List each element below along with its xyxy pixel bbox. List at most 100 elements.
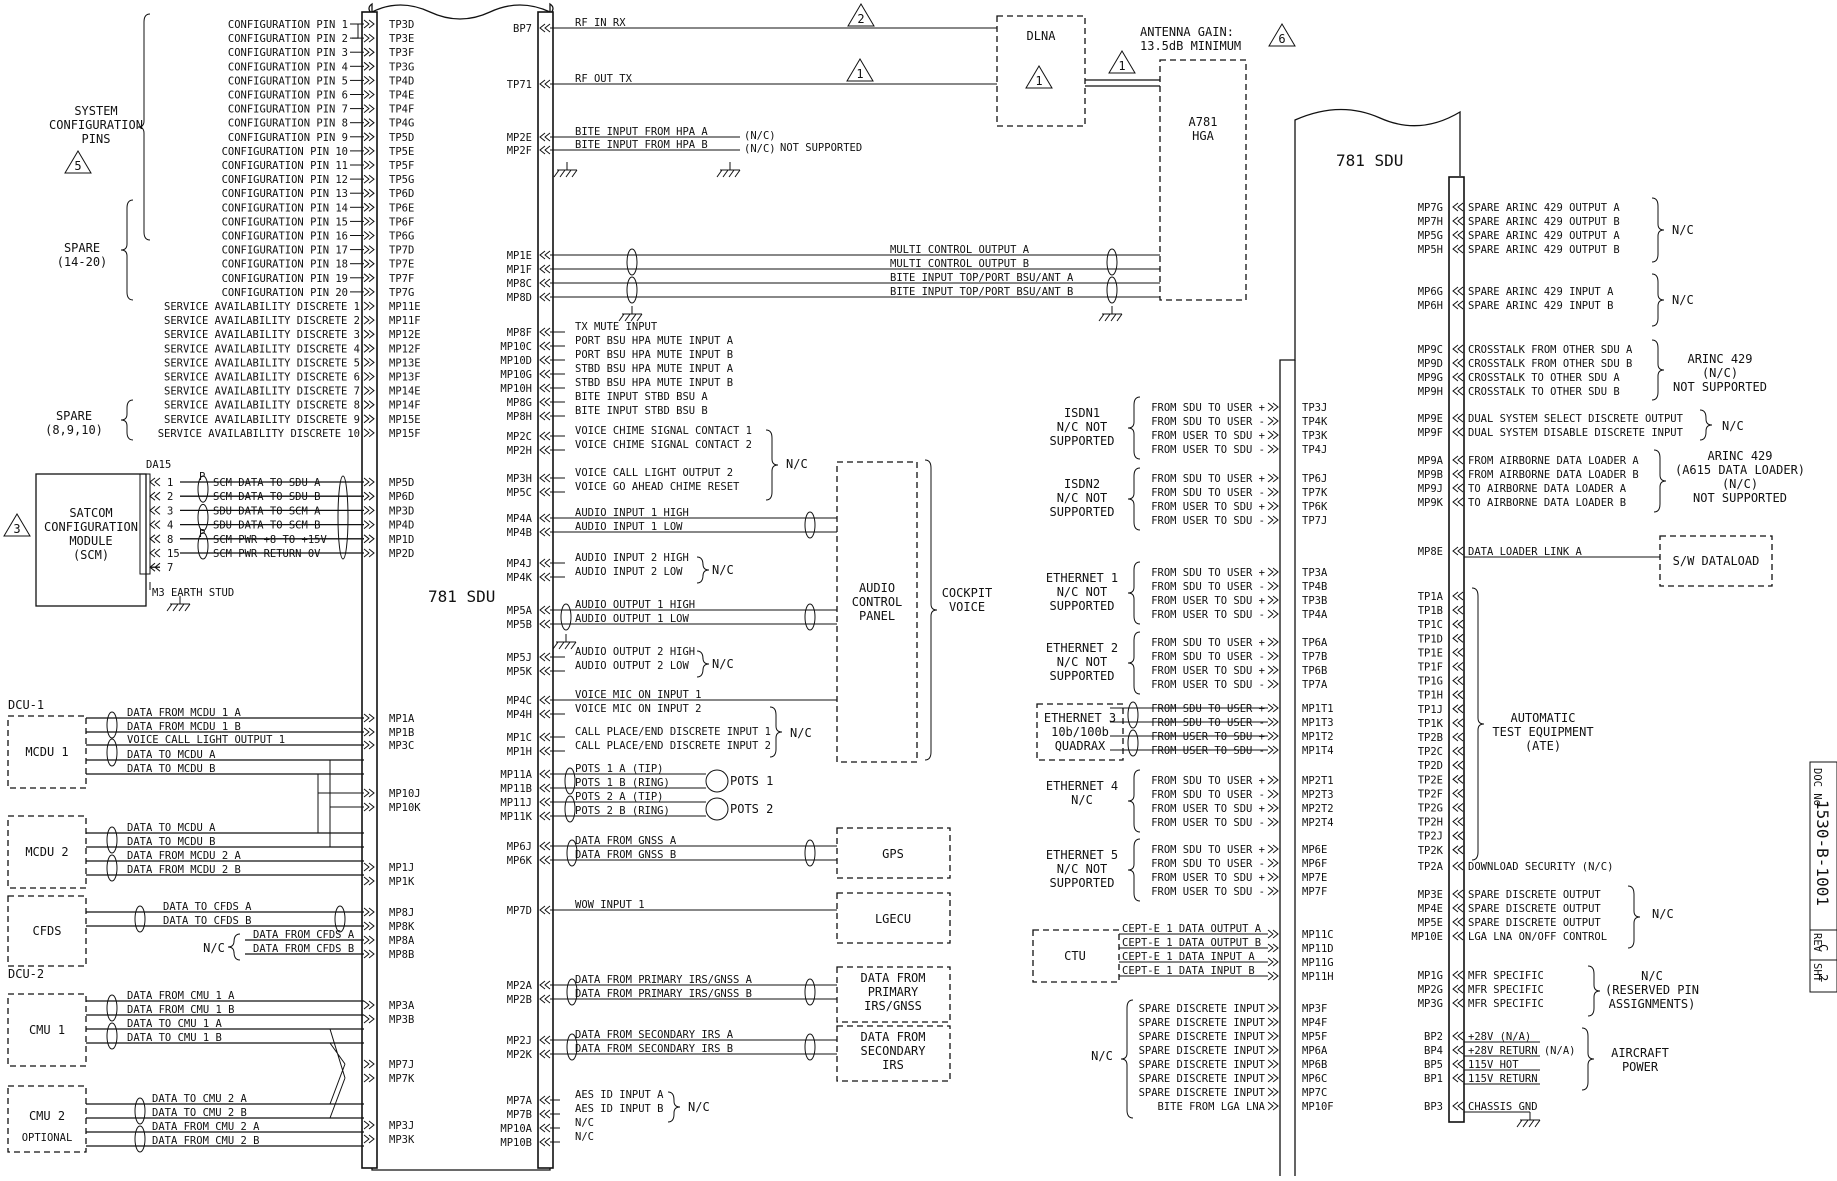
pots-pin-id: MP11K xyxy=(500,811,532,823)
aircraft-power-pin-id: BP2 xyxy=(1424,1031,1443,1043)
spare-discrete-pin-id: MP6B xyxy=(1302,1059,1327,1071)
eth2-pin-id: TP6B xyxy=(1302,665,1327,677)
service-discrete-connector xyxy=(363,428,375,438)
config-pin-id: TP6E xyxy=(389,202,414,214)
audio-signal: AUDIO INPUT 1 LOW xyxy=(575,521,683,533)
scm-connector xyxy=(139,473,151,575)
cfds-shield-a xyxy=(134,905,146,933)
service-discrete-label: SERVICE AVAILABILITY DISCRETE 9 xyxy=(164,414,360,426)
data-loader-pin-id: MP9K xyxy=(1418,497,1444,509)
cmu1-shield xyxy=(106,1022,118,1050)
power-label: AIRCRAFT xyxy=(1611,1046,1669,1060)
multi-connector xyxy=(539,250,551,260)
bite-hpa-connector xyxy=(539,145,551,155)
mcdu1-signal: VOICE CALL LIGHT OUTPUT 1 xyxy=(127,734,285,746)
arinc-out-pin-id: MP5G xyxy=(1418,230,1443,242)
cfds-pin-id: MP8B xyxy=(389,949,414,961)
mcdu2-bus-wire xyxy=(300,793,331,848)
cfds-connector xyxy=(363,949,375,959)
audio-connector xyxy=(539,619,551,629)
hga-label: HGA xyxy=(1192,129,1214,143)
rf-rx-pin-id: BP7 xyxy=(513,23,532,35)
gnss-signal: DATA FROM GNSS B xyxy=(575,849,676,861)
mute-connector xyxy=(539,411,551,421)
audio-connector xyxy=(539,527,551,537)
eth2-pin-id: TP6A xyxy=(1302,637,1328,649)
multi-ground-hatch xyxy=(618,313,643,322)
mute-pin-id: MP10H xyxy=(500,383,532,395)
config-pin-label: CONFIGURATION PIN 18 xyxy=(222,259,348,271)
isdn2-signal: FROM SDU TO USER - xyxy=(1151,487,1265,499)
cfds-signal: DATA TO CFDS A xyxy=(163,901,252,913)
ate-connector xyxy=(1452,774,1464,784)
dcu2-label: DCU-2 xyxy=(8,967,44,981)
dataload-pin-id: MP8E xyxy=(1418,546,1443,558)
antenna-note-triangle-num: 1 xyxy=(1118,59,1125,73)
audio-signal: AUDIO INPUT 1 HIGH xyxy=(575,507,689,519)
config-pin-label: CONFIGURATION PIN 11 xyxy=(222,160,348,172)
ate-pin-id: TP2G xyxy=(1418,803,1443,815)
mfr-specific-signal: MFR SPECIFIC xyxy=(1468,984,1544,996)
bite-hpa-ground-a-hatch xyxy=(553,169,578,178)
gnss-signal: DATA FROM GNSS A xyxy=(575,835,677,847)
aircraft-power-connector xyxy=(1452,1059,1464,1069)
mute-connector xyxy=(539,397,551,407)
ctu-signal: CEPT-E 1 DATA INPUT B xyxy=(1122,965,1255,977)
ctu-pin-id: MP11G xyxy=(1302,957,1334,969)
spare-discrete-pin-id: MP4F xyxy=(1302,1017,1327,1029)
isdn2-connector xyxy=(1267,487,1279,497)
mcdu1-shield xyxy=(106,711,118,739)
arinc-out-pin-id: MP7H xyxy=(1418,216,1443,228)
config-pin-connector xyxy=(363,90,375,99)
eth3-shield-b xyxy=(1127,729,1139,757)
chime-connector xyxy=(539,487,551,497)
cmu2-signal: DATA TO CMU 2 A xyxy=(152,1093,248,1105)
config-pin-connector xyxy=(363,19,375,29)
scm-pin-id: MP5D xyxy=(389,477,414,489)
chassis-gnd-pin-id: BP3 xyxy=(1424,1101,1443,1113)
scm-shield-1 xyxy=(197,475,209,503)
data-loader-signal: TO AIRBORNE DATA LOADER B xyxy=(1468,497,1626,509)
service-discrete-label: SERVICE AVAILABILITY DISCRETE 1 xyxy=(164,301,360,313)
doc-label: DOC No xyxy=(1811,768,1823,806)
eth1-connector xyxy=(1267,581,1279,591)
eth5-signal: FROM USER TO SDU + xyxy=(1151,872,1265,884)
scm-sdu-connector xyxy=(363,548,375,558)
scm-sdu-connector xyxy=(363,534,375,544)
cmu1-sdu-connector xyxy=(363,1059,375,1069)
chime-nc: N/C xyxy=(786,457,808,471)
isdn2-signal: FROM USER TO SDU + xyxy=(1151,501,1265,513)
spare-discrete-signal: SPARE DISCRETE INPUT xyxy=(1139,1017,1266,1029)
dual-system-nc: N/C xyxy=(1722,419,1744,433)
eth3-label: QUADRAX xyxy=(1055,739,1106,753)
pots2-label: POTS 2 xyxy=(730,802,773,816)
config-pin-label: CONFIGURATION PIN 1 xyxy=(228,19,348,31)
eth3-pin-id: MP1T1 xyxy=(1302,703,1334,715)
isdn2-pin-id: TP6J xyxy=(1302,473,1327,485)
irs1-shield-b xyxy=(804,978,816,1006)
config-pin-id: TP6F xyxy=(389,216,414,228)
mute-signal: PORT BSU HPA MUTE INPUT A xyxy=(575,335,734,347)
eth5-signal: FROM USER TO SDU - xyxy=(1151,886,1265,898)
irs2-box xyxy=(836,1025,951,1082)
audio-ground-hatch xyxy=(552,641,577,650)
ate-pin-id: TP2F xyxy=(1418,788,1443,800)
mcdu1-sdu-connector xyxy=(363,740,375,750)
config-pin-id: TP4D xyxy=(389,75,414,87)
irs2-shield-b xyxy=(804,1033,816,1061)
mcdu1-pin-id: MP10J xyxy=(389,788,421,800)
sw-dataload-box xyxy=(1659,535,1773,587)
cmu-cross-wire xyxy=(329,1028,346,1119)
ctu-pin-id: MP11H xyxy=(1302,971,1334,983)
eth3-pin-id: MP1T3 xyxy=(1302,717,1334,729)
multi-shield-c xyxy=(1106,248,1118,276)
crosstalk-pin-id: MP9D xyxy=(1418,358,1443,370)
multi-shield-d xyxy=(1106,276,1118,304)
config-pin-label: CONFIGURATION PIN 9 xyxy=(228,132,348,144)
audio-connector xyxy=(539,572,551,582)
spare-out-connector xyxy=(1452,889,1464,899)
cmu1-sdu-connector xyxy=(363,1014,375,1024)
gps-box xyxy=(836,827,951,879)
mcdu1-box xyxy=(7,715,87,789)
arinc-out-pin-id: MP7G xyxy=(1418,202,1443,214)
